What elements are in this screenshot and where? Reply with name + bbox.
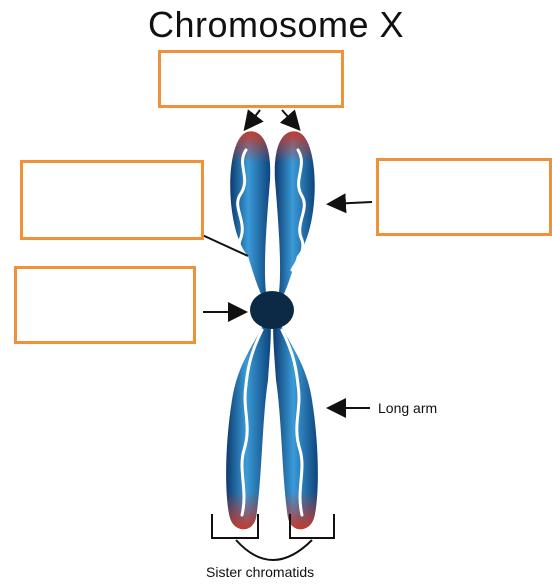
lower-right-chromatid <box>273 318 318 529</box>
telomere-arrow-left <box>246 110 260 128</box>
chromatid-label-box[interactable] <box>20 160 204 240</box>
telomere-arrow-right <box>282 110 298 128</box>
upper-left-chromatid <box>230 131 270 305</box>
short-arm-label-box[interactable] <box>376 158 552 236</box>
sister-chromatids-bracket <box>212 514 334 560</box>
centromere <box>250 291 294 329</box>
sister-chromatids-label: Sister chromatids <box>206 564 314 580</box>
upper-right-chromatid <box>275 131 315 305</box>
telomere-label-box[interactable] <box>158 50 344 108</box>
long-arm-label: Long arm <box>378 400 437 416</box>
lower-left-chromatid <box>226 318 271 529</box>
short-arm-arrow <box>330 202 372 204</box>
centromere-label-box[interactable] <box>14 266 196 344</box>
